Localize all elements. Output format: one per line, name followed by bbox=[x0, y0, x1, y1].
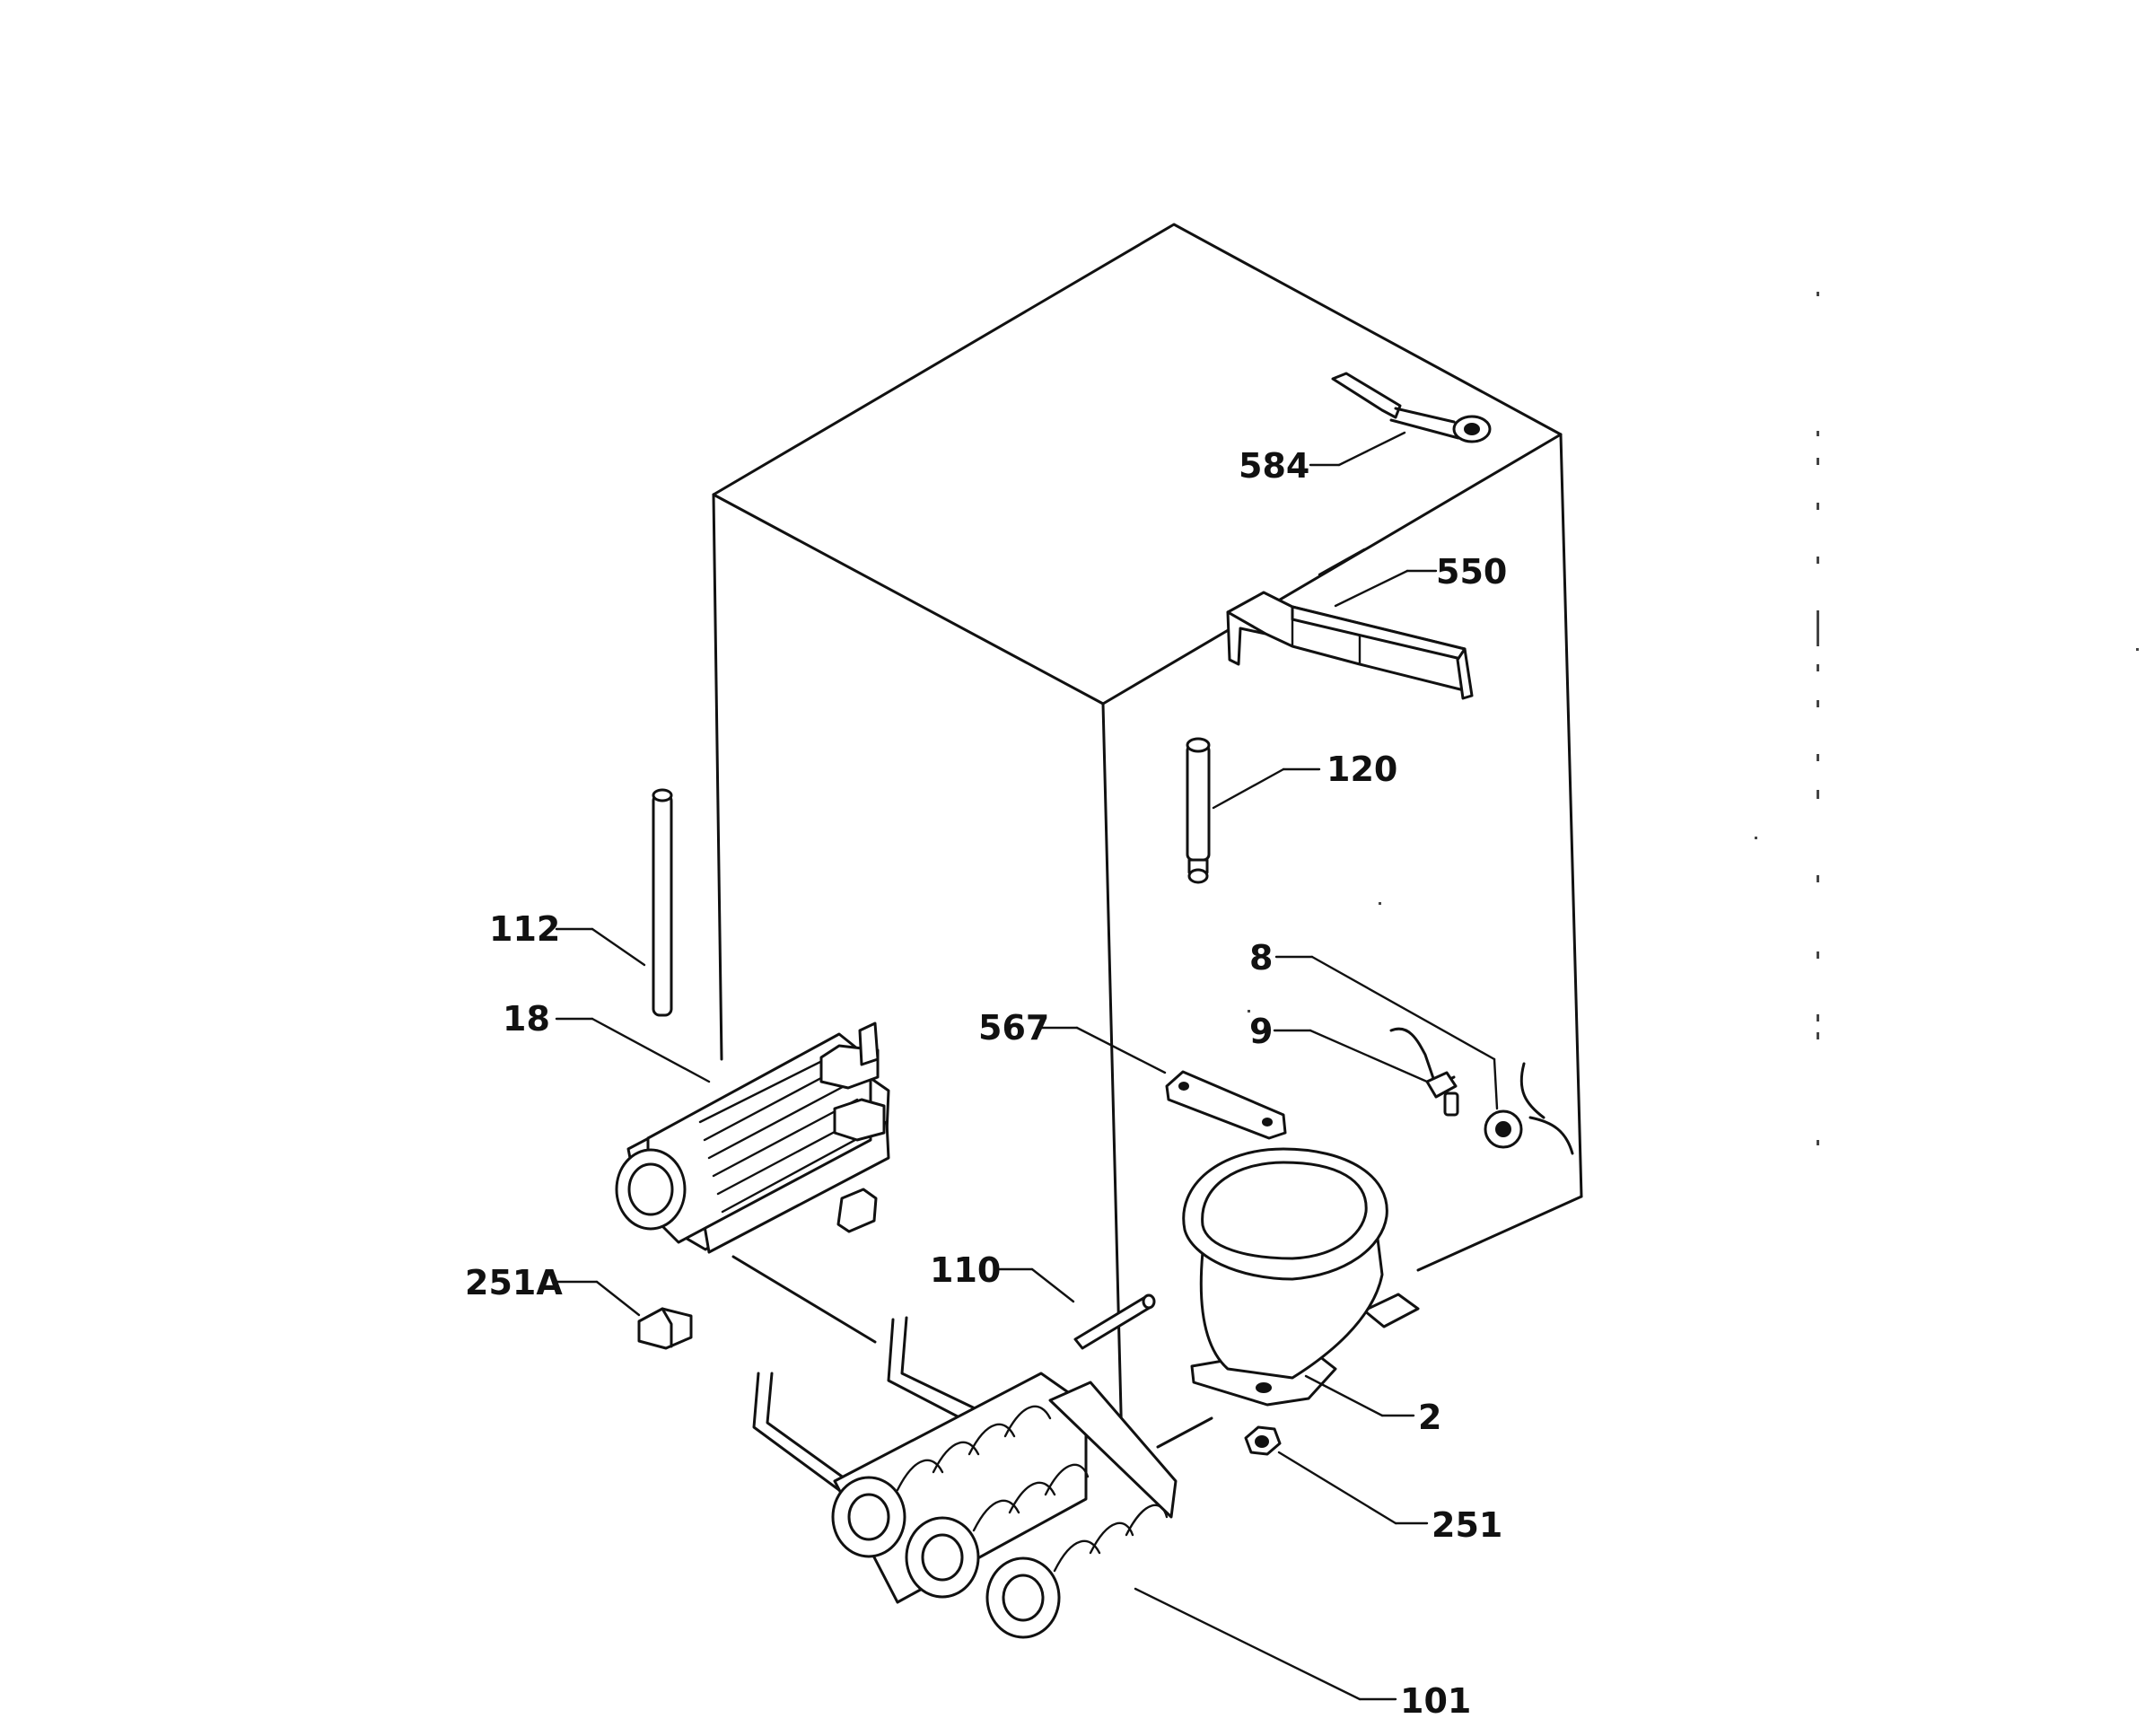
label-112: 112 bbox=[489, 909, 560, 949]
leader-lines bbox=[555, 431, 1499, 1701]
fan-motor-18 bbox=[615, 1021, 890, 1254]
rod-112 bbox=[652, 788, 673, 1017]
label-120: 120 bbox=[1327, 750, 1397, 789]
label-8: 8 bbox=[1249, 938, 1273, 978]
clip-9 bbox=[1389, 1027, 1459, 1117]
label-550: 550 bbox=[1436, 552, 1507, 592]
rod-110 bbox=[1073, 1293, 1156, 1350]
label-584: 584 bbox=[1239, 446, 1309, 486]
block-251A bbox=[637, 1307, 693, 1350]
label-110: 110 bbox=[930, 1250, 1001, 1290]
label-101: 101 bbox=[1400, 1681, 1471, 1721]
sensor-probe-584 bbox=[1331, 372, 1492, 443]
label-251: 251 bbox=[1432, 1505, 1502, 1545]
label-251A: 251A bbox=[465, 1263, 563, 1302]
nut-251 bbox=[1244, 1425, 1282, 1456]
label-18: 18 bbox=[503, 999, 550, 1039]
label-2: 2 bbox=[1418, 1398, 1441, 1437]
label-9: 9 bbox=[1249, 1012, 1273, 1051]
label-567: 567 bbox=[978, 1008, 1049, 1048]
compressor-2 bbox=[1182, 1147, 1420, 1407]
cabinet-body bbox=[712, 223, 1583, 1449]
plate-567 bbox=[1165, 1070, 1287, 1140]
grommet-8 bbox=[1484, 1062, 1574, 1155]
scan-specks bbox=[1248, 292, 2139, 1145]
condenser-coil-101 bbox=[752, 1316, 1178, 1639]
bracket-550 bbox=[1226, 591, 1474, 700]
pin-120 bbox=[1186, 737, 1211, 884]
